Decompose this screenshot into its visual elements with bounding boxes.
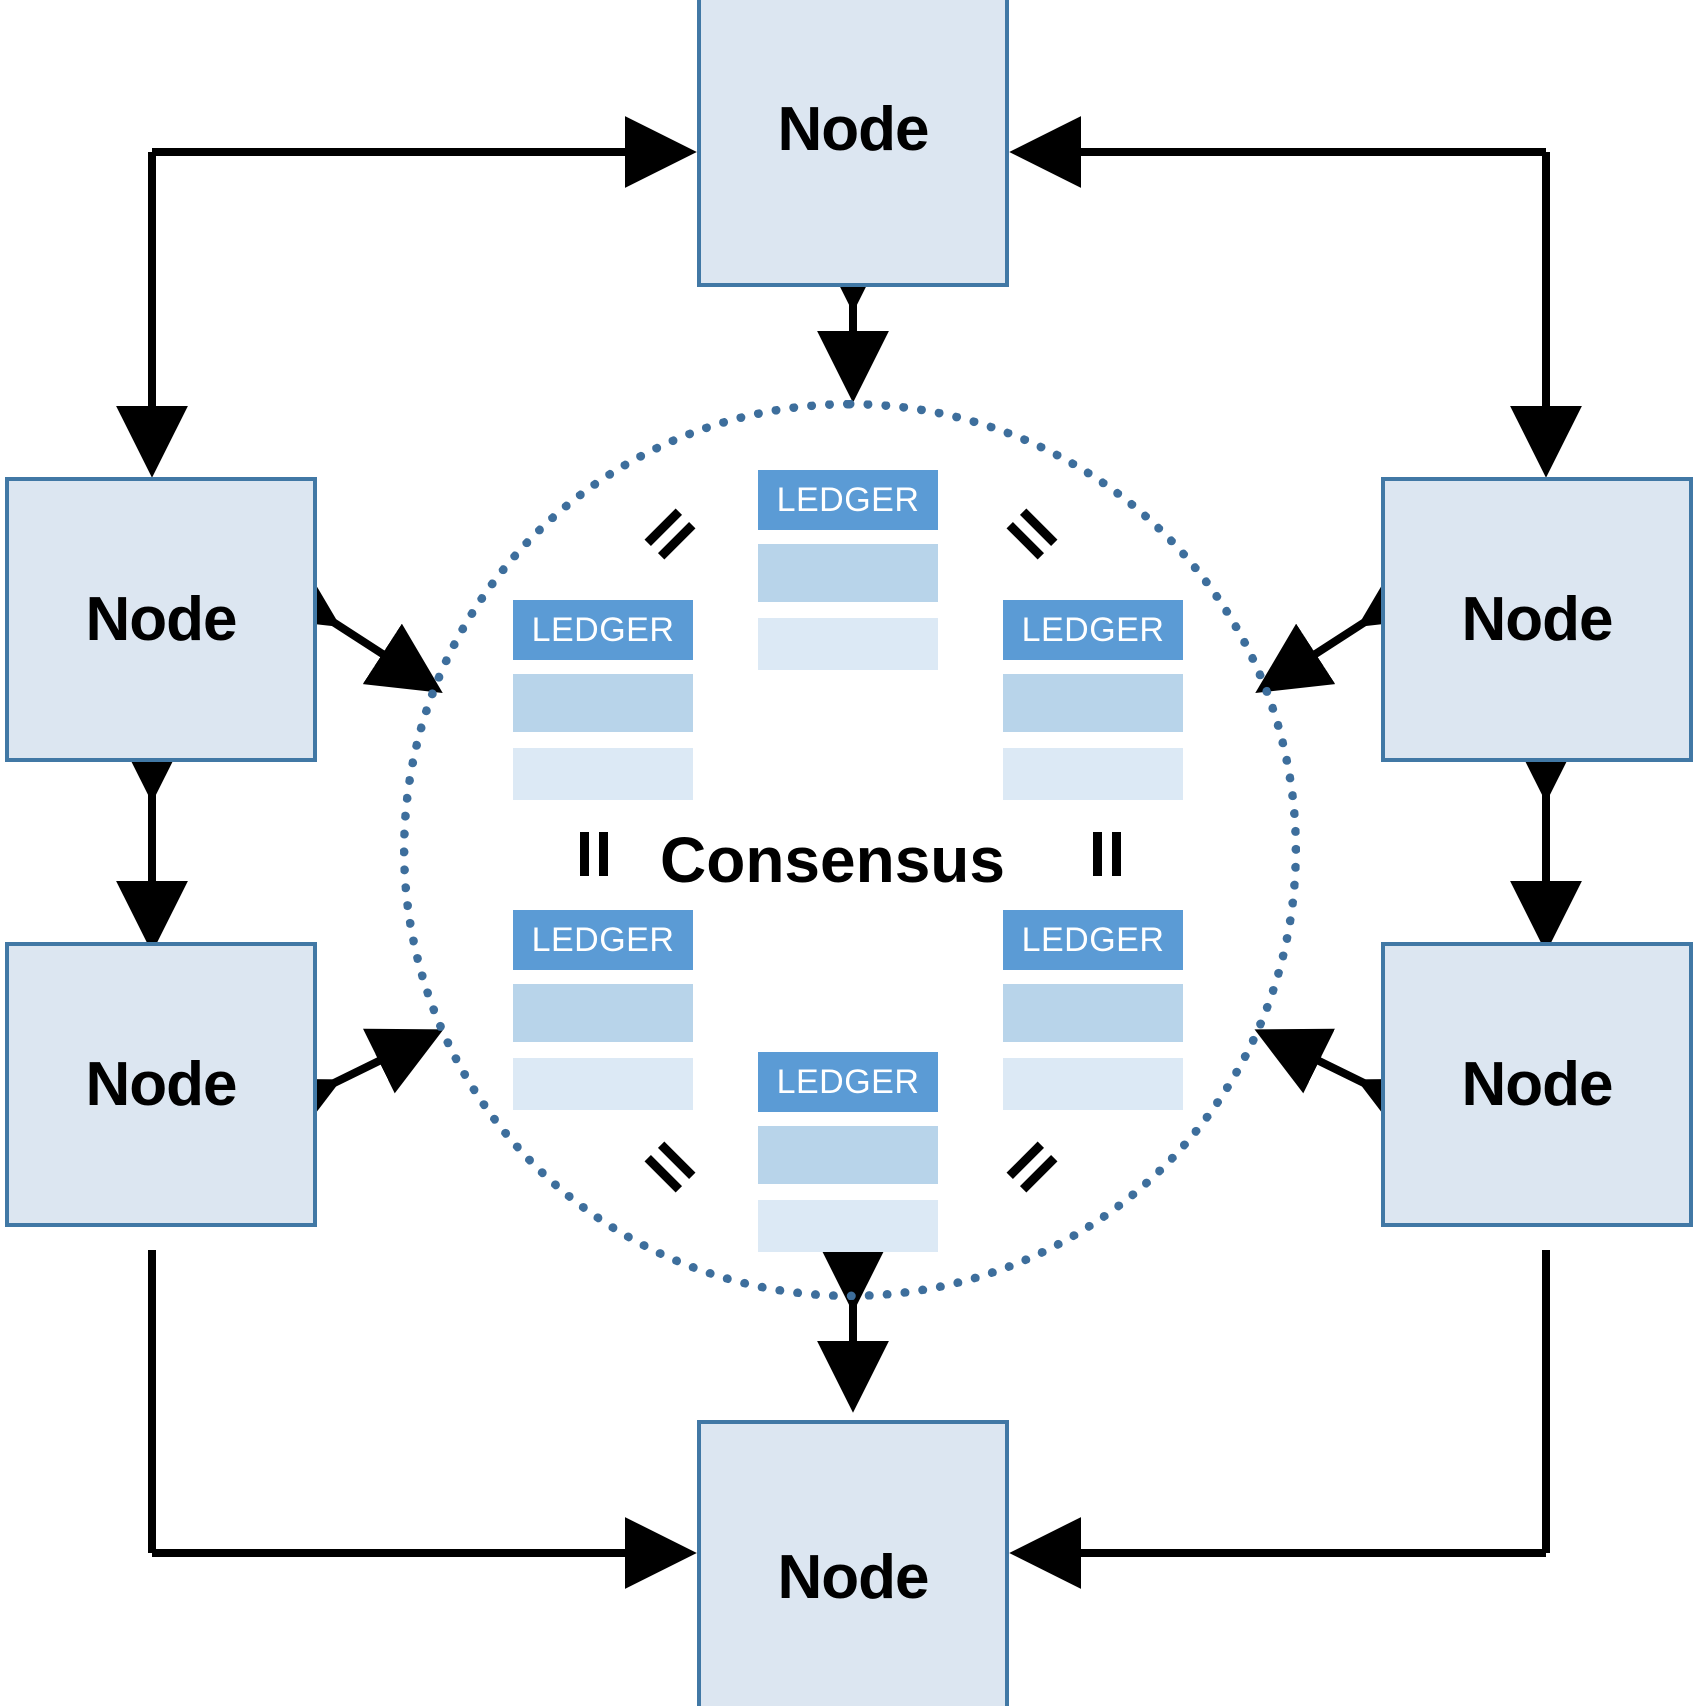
ledger-lower-right[interactable]: LEDGER [1003,910,1183,1110]
node-right-lower[interactable]: Node [1381,942,1693,1227]
ledger-header: LEDGER [1003,600,1183,660]
consensus-label: Consensus [660,824,1005,896]
ledger-row-2 [1003,748,1183,800]
ledger-row-2 [758,1200,938,1252]
ledger-row-1 [513,674,693,732]
ledger-lower-left[interactable]: LEDGER [513,910,693,1110]
node-label: Node [85,584,238,654]
ledger-header: LEDGER [513,600,693,660]
equals-mid-left-icon [572,832,616,876]
node-label: Node [1461,584,1614,654]
ledger-row-1 [1003,984,1183,1042]
ledger-row-2 [513,1058,693,1110]
node-label: Node [777,94,930,164]
arrow-leftupper-to-circle [260,557,443,693]
ledger-upper-right[interactable]: LEDGER [1003,600,1183,800]
ledger-header: LEDGER [513,910,693,970]
ledger-bottom[interactable]: LEDGER [758,1052,938,1252]
node-right-upper[interactable]: Node [1381,477,1693,762]
ledger-row-1 [1003,674,1183,732]
ledger-row-1 [758,544,938,602]
arrow-rightlower-to-circle [1254,1028,1438,1144]
ledger-row-1 [513,984,693,1042]
node-top[interactable]: Node [697,0,1009,287]
node-label: Node [85,1049,238,1119]
ledger-row-2 [1003,1058,1183,1110]
consensus-boundary-circle [400,400,1300,1300]
node-left-lower[interactable]: Node [5,942,317,1227]
ledger-header: LEDGER [758,470,938,530]
ledger-header: LEDGER [758,1052,938,1112]
ledger-top[interactable]: LEDGER [758,470,938,670]
ledger-header: LEDGER [1003,910,1183,970]
node-left-upper[interactable]: Node [5,477,317,762]
ledger-row-1 [758,1126,938,1184]
ledger-upper-left[interactable]: LEDGER [513,600,693,800]
node-bottom[interactable]: Node [697,1420,1009,1706]
node-label: Node [1461,1049,1614,1119]
equals-mid-right-icon [1085,832,1129,876]
node-label: Node [777,1542,930,1612]
ledger-row-2 [513,748,693,800]
arrow-leftlower-to-circle [260,1028,444,1144]
arrow-rightupper-to-circle [1255,557,1438,693]
ledger-row-2 [758,618,938,670]
